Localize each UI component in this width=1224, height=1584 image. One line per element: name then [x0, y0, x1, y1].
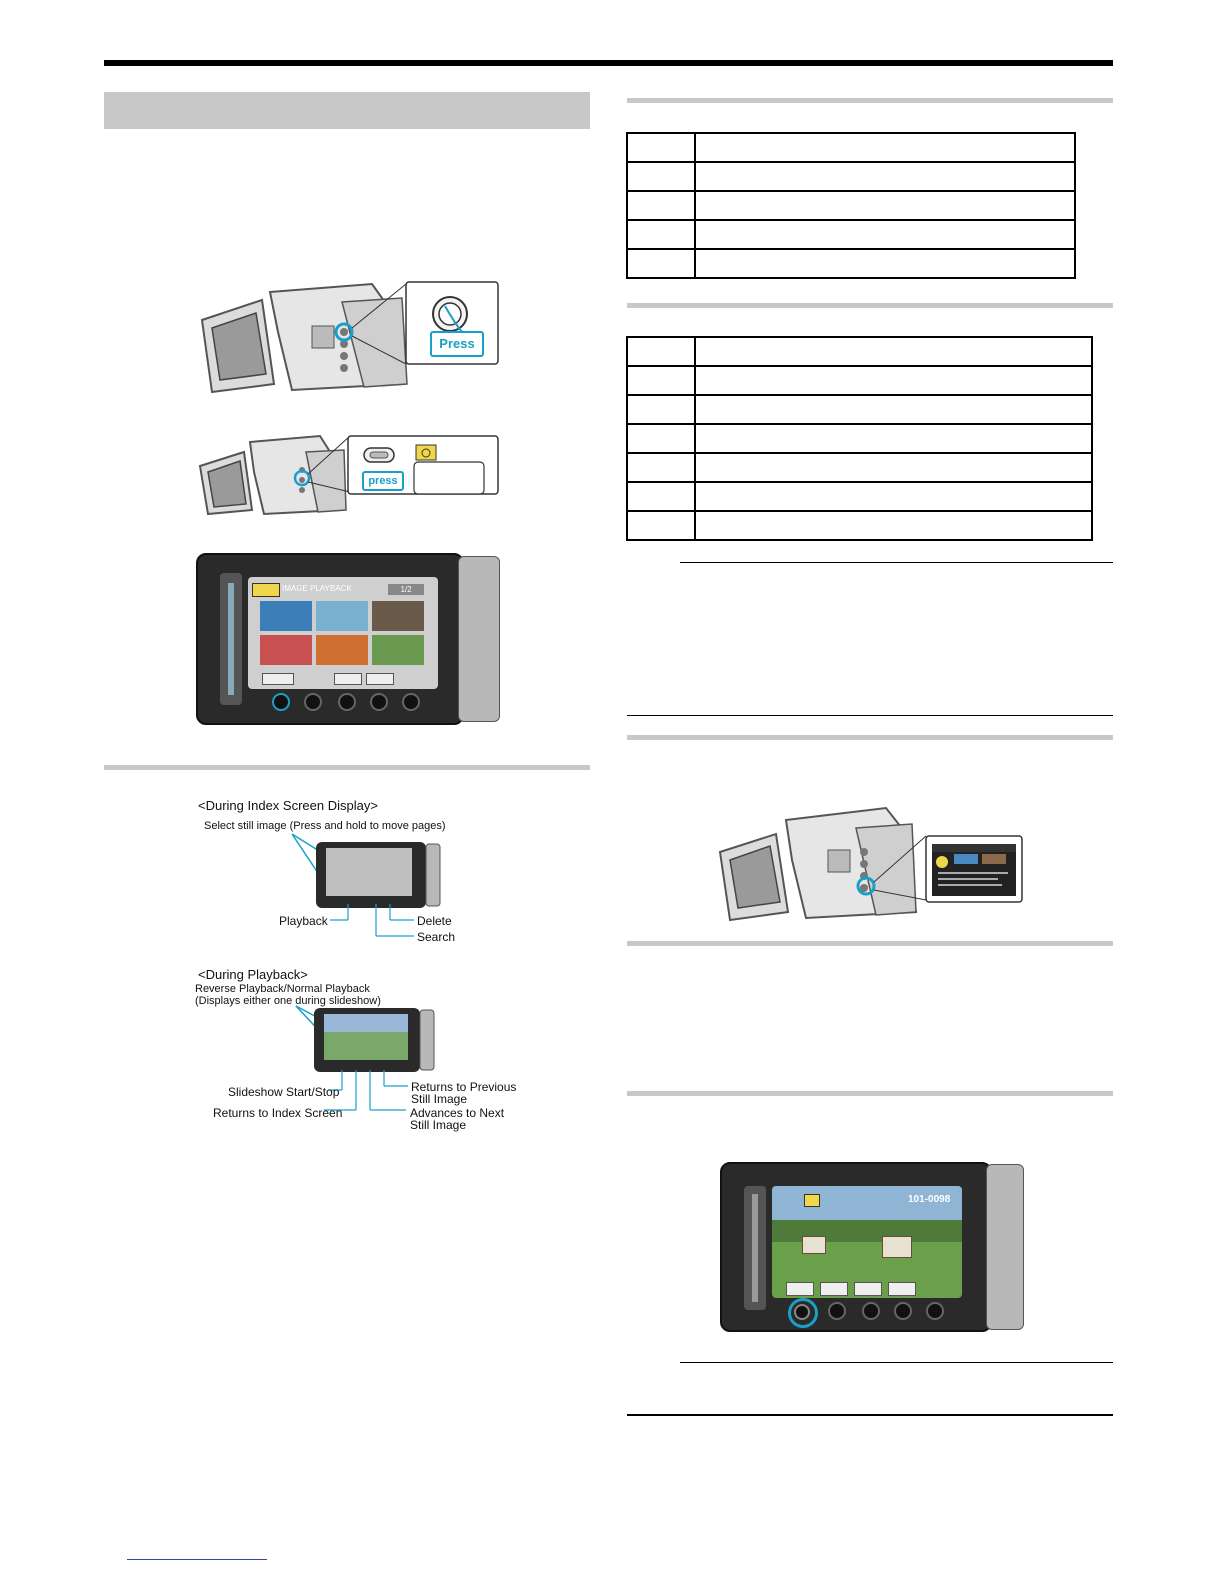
play-icon[interactable]	[786, 1282, 814, 1296]
previous-icon[interactable]	[854, 1282, 882, 1296]
index-mode-title: IMAGE PLAYBACK	[282, 584, 352, 593]
footer-link-underline[interactable]	[127, 1559, 267, 1560]
next-image-label: Advances to Next	[410, 1106, 505, 1120]
press-button-label-small: press	[362, 471, 404, 491]
slideshow-screen-lcd: 101-0098	[720, 1162, 992, 1332]
index-screen-lcd: IMAGE PLAYBACK 1/2	[196, 553, 464, 725]
index-screen-display: IMAGE PLAYBACK 1/2	[248, 577, 438, 689]
slideshow-display: 101-0098	[772, 1186, 962, 1298]
index-display-heading: <During Index Screen Display>	[198, 798, 378, 813]
playback-label: Playback	[279, 914, 328, 928]
touch-slider[interactable]	[744, 1186, 766, 1310]
section-bar	[627, 735, 1113, 740]
delete-label: Delete	[417, 914, 452, 928]
search-label: Search	[417, 930, 456, 944]
ok-button-highlight	[788, 1298, 818, 1328]
note-bottom-rule	[627, 715, 1113, 716]
table-row	[626, 394, 1093, 425]
page-indicator: 1/2	[388, 584, 424, 595]
camera-mode-icon	[804, 1194, 820, 1207]
house	[802, 1236, 826, 1254]
playback-heading: <During Playback>	[198, 967, 308, 982]
camcorder-hinge	[458, 556, 500, 722]
ok-button[interactable]	[794, 1304, 810, 1320]
table-row	[626, 132, 1076, 163]
next-image-label-2: Still Image	[410, 1118, 467, 1132]
house	[882, 1236, 912, 1258]
operation-button[interactable]	[304, 693, 322, 711]
page-top-rule	[104, 60, 1113, 66]
thumbnail[interactable]	[316, 635, 368, 665]
thumbnail[interactable]	[372, 635, 424, 665]
previous-image-label-2: Still Image	[411, 1092, 468, 1106]
section-bar	[627, 1091, 1113, 1096]
camcorder-press-illustration	[200, 281, 499, 394]
search-icon[interactable]	[334, 673, 362, 685]
press-button-label: Press	[430, 331, 484, 357]
menu-button[interactable]	[402, 693, 420, 711]
operation-button[interactable]	[370, 693, 388, 711]
menu-button[interactable]	[926, 1302, 944, 1320]
select-image-label: Select still image (Press and hold to mo…	[204, 820, 446, 832]
thumbnail[interactable]	[260, 601, 312, 631]
section-bar	[627, 303, 1113, 308]
return-index-label: Returns to Index Screen	[213, 1106, 343, 1120]
playback-operation-diagram	[295, 1005, 435, 1111]
section-heading-bar	[104, 92, 590, 129]
note-top-rule	[680, 1362, 1113, 1363]
ok-button[interactable]	[272, 693, 290, 711]
section-bar	[627, 98, 1113, 103]
trash-icon[interactable]	[366, 673, 394, 685]
stop-icon[interactable]	[820, 1282, 848, 1296]
thumbnail[interactable]	[372, 601, 424, 631]
section-bar	[104, 765, 590, 770]
operation-button[interactable]	[894, 1302, 912, 1320]
note-bottom-rule	[627, 1414, 1113, 1416]
camcorder-hinge	[986, 1164, 1024, 1330]
reverse-playback-note: (Displays either one during slideshow)	[195, 995, 381, 1007]
reverse-playback-label: Reverse Playback/Normal Playback	[195, 983, 370, 995]
table-row	[626, 336, 1093, 367]
table-row	[626, 248, 1076, 279]
settings-table-2	[626, 336, 1093, 541]
section-bar	[627, 941, 1113, 946]
operation-button[interactable]	[828, 1302, 846, 1320]
operation-button[interactable]	[338, 693, 356, 711]
table-row	[626, 161, 1076, 192]
touch-slider[interactable]	[220, 573, 242, 705]
table-row	[626, 481, 1093, 512]
settings-table-1	[626, 132, 1076, 279]
table-row	[626, 219, 1076, 250]
file-number: 101-0098	[908, 1194, 951, 1205]
camcorder-info-illustration	[718, 806, 1023, 922]
slideshow-label: Slideshow Start/Stop	[228, 1085, 340, 1099]
note-top-rule	[680, 562, 1113, 563]
camera-mode-icon	[252, 583, 280, 597]
thumbnail[interactable]	[316, 601, 368, 631]
camcorder-mode-illustration	[198, 434, 499, 516]
play-icon[interactable]	[262, 673, 294, 685]
operation-button[interactable]	[862, 1302, 880, 1320]
table-row	[626, 423, 1093, 454]
previous-image-label: Returns to Previous	[411, 1080, 517, 1094]
index-operation-diagram	[291, 833, 441, 937]
table-row	[626, 510, 1093, 541]
table-row	[626, 452, 1093, 483]
table-row	[626, 365, 1093, 396]
next-icon[interactable]	[888, 1282, 916, 1296]
table-row	[626, 190, 1076, 221]
thumbnail[interactable]	[260, 635, 312, 665]
